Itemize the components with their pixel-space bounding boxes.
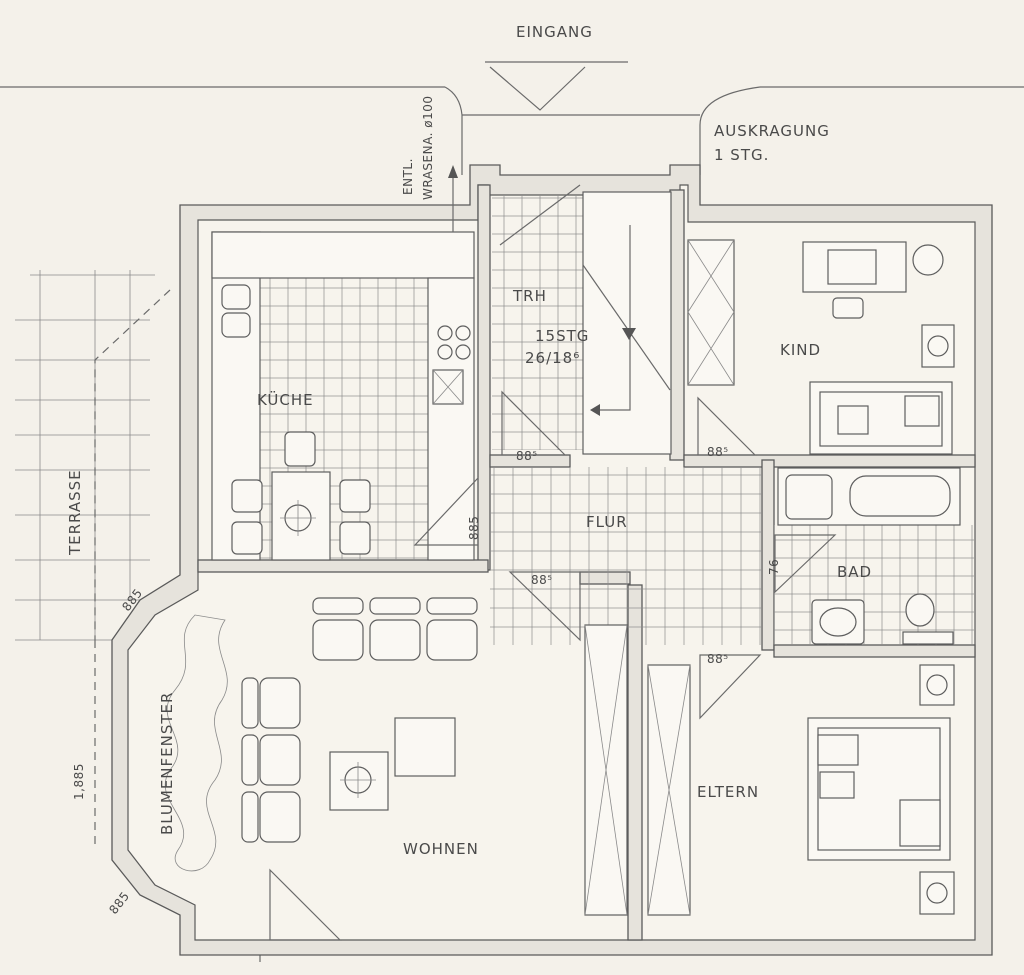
entrance-marker — [485, 61, 628, 111]
flower-window-plants — [164, 614, 228, 872]
kitchen-label: KÜCHE — [257, 390, 314, 409]
terrace-label: TERRASSE — [66, 469, 84, 556]
cantilever-label-2: 1 STG. — [714, 146, 769, 164]
terrace-paving — [15, 270, 155, 641]
parents-bed — [807, 717, 951, 861]
dimension-bay-bottom: 885 — [106, 889, 132, 917]
child-bed — [809, 381, 953, 455]
bath-tiles — [774, 525, 974, 645]
hall-label: FLUR — [586, 513, 628, 531]
door-swings — [269, 390, 837, 941]
dimension-parents-door: 88⁵ — [707, 652, 729, 666]
dimension-bay-left: 1,885 — [72, 763, 86, 800]
child-room-label: KIND — [780, 341, 821, 359]
entrance-canopy — [444, 86, 761, 175]
entrance-label: EINGANG — [516, 23, 593, 41]
living-tables — [329, 717, 456, 811]
vent-label: ENTL. — [401, 158, 415, 195]
living-sofa — [241, 597, 478, 843]
dimension-bath-door: 76 — [767, 559, 781, 575]
bath-fixtures — [811, 593, 954, 645]
flower-window-label: BLUMENFENSTER — [158, 692, 176, 835]
staircase — [499, 184, 672, 455]
vent-label-2: WRASENA. ø100 — [421, 96, 435, 200]
bathtub — [777, 467, 961, 526]
dimension-kitchen-door: 88⁵ — [516, 449, 538, 463]
kitchen-dining-table — [231, 431, 371, 561]
child-desk — [802, 241, 944, 319]
living-label: WOHNEN — [403, 840, 479, 858]
stair-tiles — [492, 195, 587, 450]
dimension-hall-side: 885 — [467, 516, 481, 540]
hall-tiles — [490, 467, 762, 645]
vent-arrow-icon — [448, 165, 458, 232]
parents-radiators — [919, 664, 955, 915]
cantilever-label: AUSKRAGUNG — [714, 122, 830, 140]
stairs-label: 15STG — [535, 327, 589, 345]
interior-walls — [197, 184, 976, 941]
bath-label: BAD — [837, 563, 872, 581]
parents-room-label: ELTERN — [697, 783, 759, 801]
child-radiator — [921, 324, 955, 368]
stairwell-label: TRH — [512, 287, 547, 305]
dimension-living-door: 88⁵ — [531, 573, 553, 587]
child-wardrobe — [687, 239, 735, 386]
stairs-dim-label: 26/18⁶ — [525, 349, 580, 367]
dimension-child-door: 88⁵ — [707, 445, 729, 459]
parents-wardrobe — [584, 624, 691, 916]
